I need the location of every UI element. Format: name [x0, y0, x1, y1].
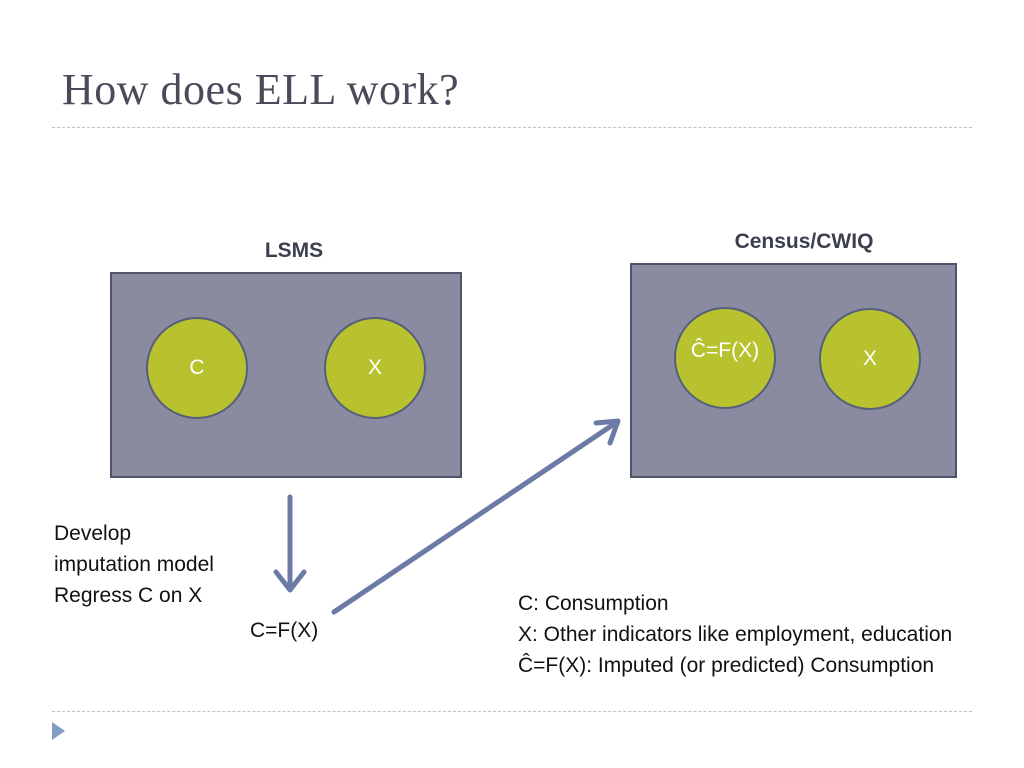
census-indicators-circle: X	[819, 308, 921, 410]
footer-divider	[52, 711, 972, 712]
census-label: Census/CWIQ	[734, 230, 874, 253]
model-note-line: Develop	[54, 522, 132, 545]
lsms-consumption-circle: C	[146, 317, 248, 419]
down-arrow-head	[273, 569, 307, 593]
diagonal-arrow-shaft	[331, 419, 620, 615]
census-box: Ĉ=F(X) X	[630, 263, 957, 478]
model-formula: C=F(X)	[250, 619, 319, 642]
lsms-label: LSMS	[264, 239, 324, 262]
legend-item: Ĉ=F(X): Imputed (or predicted) Consumpti…	[518, 654, 935, 677]
lsms-box: C X	[110, 272, 462, 478]
title-divider	[52, 127, 972, 128]
lsms-indicators-circle: X	[324, 317, 426, 419]
census-imputed-circle: Ĉ=F(X)	[674, 307, 776, 409]
legend: C: Consumption X: Other indicators like …	[518, 588, 1024, 681]
slide-title: How does ELL work?	[62, 65, 460, 114]
model-note: Develop imputation model Regress C on X	[54, 518, 214, 611]
diagonal-arrow-head	[593, 418, 621, 446]
triangle-bullet-icon	[52, 722, 65, 740]
model-note-line: imputation model	[54, 553, 214, 576]
model-note-line: Regress C on X	[54, 584, 203, 607]
legend-item: C: Consumption	[518, 592, 669, 615]
legend-item: X: Other indicators like employment, edu…	[518, 623, 953, 646]
